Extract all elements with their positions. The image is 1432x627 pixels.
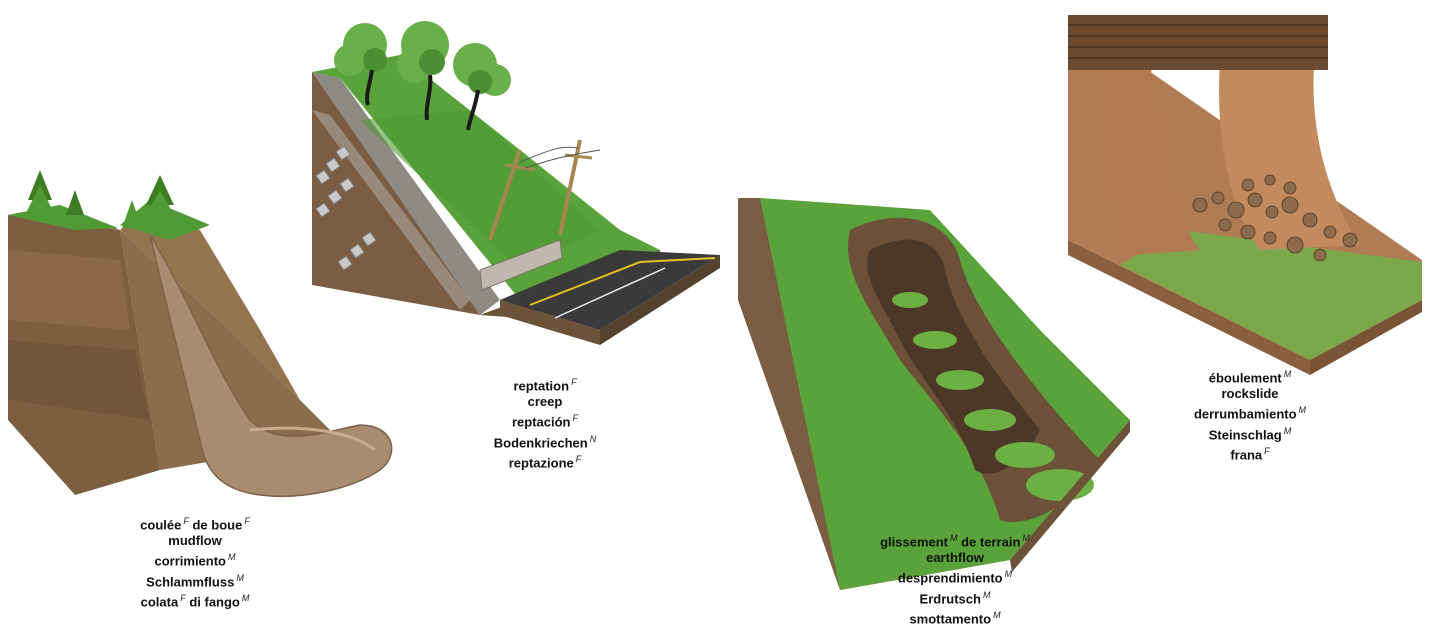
term-word: de terrain — [961, 534, 1020, 549]
term-word: glissement — [880, 534, 948, 549]
gender-marker: F — [244, 516, 250, 526]
gender-marker: M — [950, 533, 958, 543]
gender-marker: M — [1299, 405, 1307, 415]
term-line: earthflow — [845, 550, 1065, 566]
gender-marker: M — [1284, 369, 1292, 379]
term-word: creep — [528, 394, 563, 409]
gender-marker: M — [228, 552, 236, 562]
term-word: rockslide — [1221, 386, 1278, 401]
rockslide-illustration — [1068, 15, 1422, 375]
term-word: corrimiento — [154, 554, 226, 569]
gender-marker: F — [180, 593, 186, 603]
gender-marker: N — [590, 434, 597, 444]
term-word: reptation — [513, 378, 569, 393]
term-word: desprendimiento — [898, 571, 1003, 586]
term-line: mudflow — [100, 533, 290, 549]
gender-marker: M — [242, 593, 250, 603]
term-word: Steinschlag — [1209, 427, 1282, 442]
gender-marker: M — [236, 573, 244, 583]
term-word: earthflow — [926, 550, 984, 565]
term-line: rockslide — [1155, 386, 1345, 402]
term-word: frana — [1230, 447, 1262, 462]
gender-marker: F — [576, 454, 582, 464]
term-word: reptazione — [509, 455, 574, 470]
term-word: éboulement — [1209, 370, 1282, 385]
term-word: reptación — [512, 415, 571, 430]
gender-marker: F — [573, 413, 579, 423]
term-word: de boue — [192, 517, 242, 532]
term-word: colata — [141, 594, 179, 609]
gender-marker: F — [571, 377, 577, 387]
creep-illustration — [312, 21, 720, 345]
gender-marker: M — [983, 590, 991, 600]
term-word: mudflow — [168, 533, 221, 548]
gender-marker: M — [1022, 533, 1030, 543]
term-word: Bodenkriechen — [494, 435, 588, 450]
gender-marker: M — [993, 610, 1001, 620]
term-word: Erdrutsch — [920, 591, 981, 606]
gender-marker: F — [1264, 446, 1270, 456]
term-word: di fango — [189, 594, 240, 609]
term-word: coulée — [140, 517, 181, 532]
gender-marker: M — [1284, 426, 1292, 436]
gender-marker: M — [1005, 569, 1013, 579]
gender-marker: F — [183, 516, 189, 526]
term-line: creep — [450, 394, 640, 410]
term-word: derrumbamiento — [1194, 407, 1297, 422]
term-word: Schlammfluss — [146, 574, 234, 589]
